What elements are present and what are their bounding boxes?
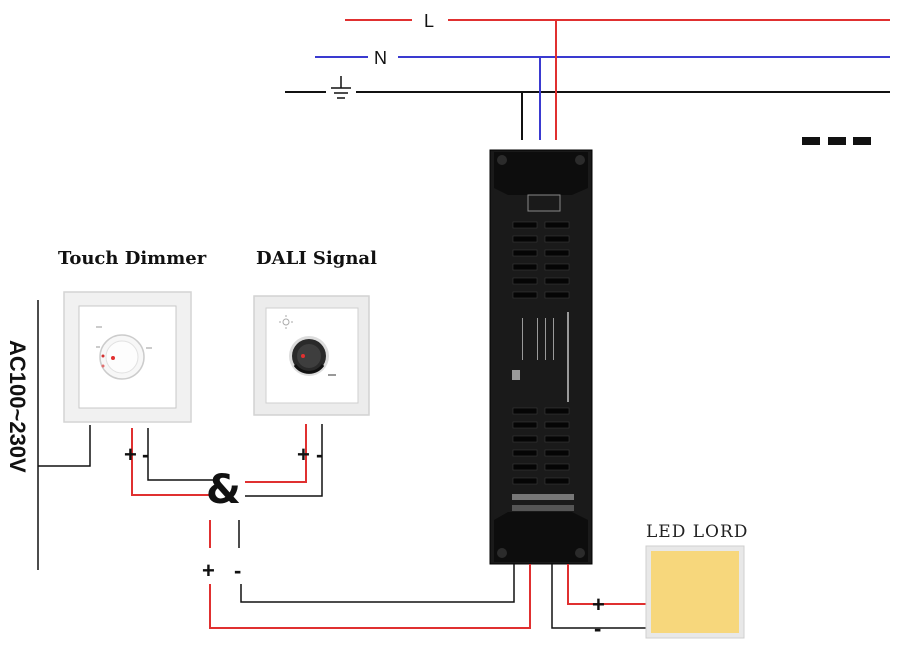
dimmer-plus-sign: +: [124, 442, 137, 467]
led-plus-wire: [567, 564, 646, 605]
junction-minus-sign: -: [234, 558, 241, 583]
led-plus-sign: +: [592, 592, 605, 617]
dimmer-plus-wire: [131, 428, 213, 496]
led-driver: [489, 149, 593, 565]
signal-minus-to-driver-wire: [240, 564, 515, 603]
more-indicator: [802, 137, 871, 145]
ac-to-dimmer-wire: [38, 425, 91, 467]
dali-plus-sign: +: [297, 442, 310, 467]
dali-plus-wire: [245, 424, 307, 483]
dali-minus-sign: -: [316, 442, 323, 467]
ground-symbol-icon: [331, 76, 351, 99]
junction-plus-sign: +: [202, 558, 215, 583]
dimmer-minus-sign: -: [142, 442, 149, 467]
led-panel: [645, 545, 745, 639]
signal-plus-to-driver-wire: [209, 564, 531, 629]
live-label: L: [424, 11, 434, 31]
ac-voltage-label: AC100~230V: [5, 340, 30, 473]
dali-signal-title: DALI Signal: [256, 248, 377, 269]
brightness-icon: [279, 315, 293, 329]
touch-dimmer-title: Touch Dimmer: [58, 248, 207, 269]
led-minus-wire: [551, 564, 646, 629]
led-load-label: LED LORD: [646, 522, 748, 542]
touch-dimmer-switch: [63, 291, 192, 423]
neutral-label: N: [374, 48, 387, 68]
dimmer-minus-wire: [147, 428, 213, 481]
dali-minus-wire: [245, 424, 323, 497]
led-minus-sign: -: [594, 616, 601, 641]
junction-and-symbol: &: [206, 467, 241, 513]
dali-signal-switch: [253, 295, 370, 416]
